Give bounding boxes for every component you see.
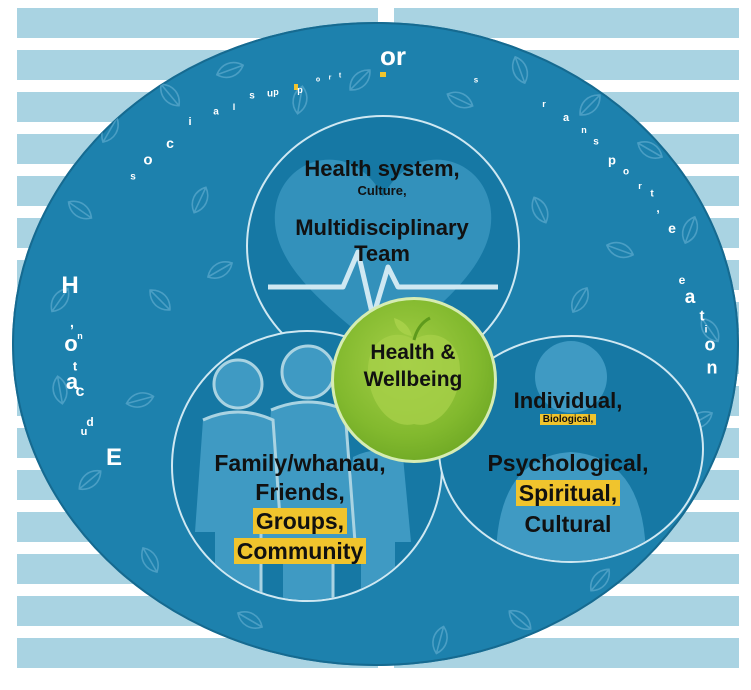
right-arc-letter: i [704,324,708,336]
individual-circle [438,335,704,563]
right-arc-letter: n [706,357,718,378]
right-arc-letter: e [678,273,686,287]
family-groups: Groups, [252,508,348,534]
left-arc-letter: n [77,331,83,341]
top-arc-letter: t [650,188,654,200]
individual-line-1: Individual, [513,388,623,413]
right-arc-letter: a [684,287,696,308]
top-arc-letter: r [638,181,642,191]
top-arc-letter: o [622,166,630,178]
left-arc-letter: c [75,383,85,400]
health-line-4: Team [354,241,410,266]
family-line-4: Community [190,538,410,565]
center-line-1: Health & [370,341,456,364]
top-arc-letter: s [593,136,599,148]
top-arc-letter: p [273,87,279,97]
center-line-2: Wellbeing [363,368,463,391]
top-arc-letter: s [130,171,136,183]
left-arc-letter: t [72,358,78,374]
individual-line-4: Spiritual, [478,480,658,507]
top-arc-letter: s [249,90,255,102]
top-arc-letter: n [581,125,587,135]
apple-icon [368,316,460,425]
left-arc-letter: a [65,369,79,394]
top-arc-letter: r [328,74,332,82]
top-arc-letter: l [232,102,236,112]
left-arc-letter: o [64,331,78,356]
health-line-3: Multidisciplinary [295,215,469,240]
top-label: or [380,41,406,71]
health-line-2: Culture, [357,183,407,198]
individual-spiritual: Spiritual, [515,480,621,506]
individual-line-2: Biological, [478,414,658,425]
top-arc-letter: a [213,106,219,118]
top-arc-letter: t [338,72,342,80]
left-arc-letter: , [70,314,74,330]
top-arc-letter: o [315,76,321,84]
individual-biological: Biological, [539,414,597,425]
top-arc-letter: s [473,75,479,85]
top-arc-letter: p [608,152,616,168]
top-small-marker [294,84,298,90]
top-arc-letter: c [166,135,174,151]
health-wellbeing-circle [331,297,497,463]
left-arc-letter: u [80,426,88,438]
top-arc-letter: p [297,85,303,95]
top-arc-letter: , [656,201,660,215]
right-arc-letter: t [699,307,705,325]
person-icon [496,341,646,561]
left-arc-letter: H [61,272,79,299]
left-arc-letter: d [86,415,94,429]
right-arc-letter: o [704,334,716,355]
top-arc-letter: a [562,112,570,124]
health-line-1: Health system, [304,156,460,181]
top-arc-letter: i [188,116,192,128]
top-label-marker [380,72,386,77]
family-line-3: Groups, [190,508,410,535]
individual-line-5: Cultural [524,511,612,537]
family-line-2: Friends, [255,479,345,505]
top-arc-letter: o [143,151,153,169]
top-arc-letter: e [668,220,676,236]
family-community: Community [233,538,367,564]
top-arc-letter: u [266,88,274,100]
top-arc-letter: r [542,99,546,109]
left-arc-letter: E [105,444,123,471]
family-line-1: Family/whanau, [214,450,386,476]
individual-line-3: Psychological, [487,450,649,476]
